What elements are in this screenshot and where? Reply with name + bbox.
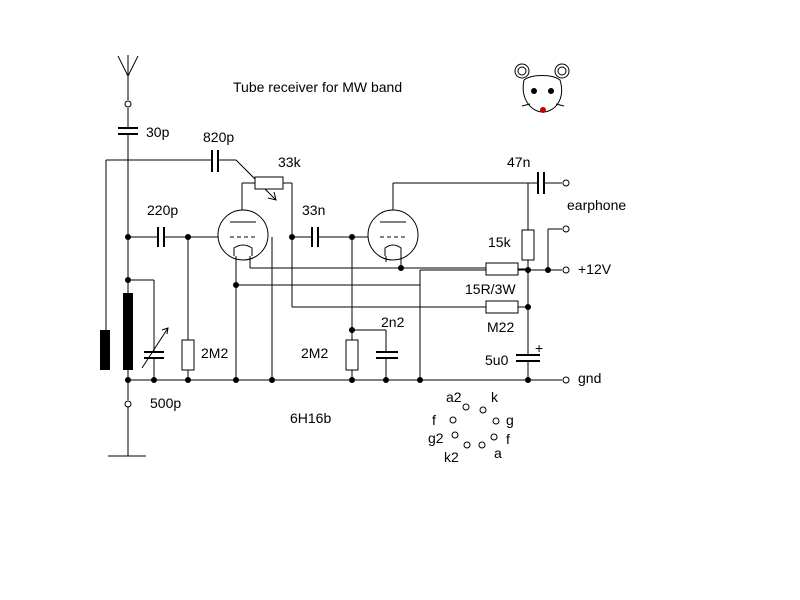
pin-f-left: f — [432, 412, 436, 428]
capacitor-2n2 — [376, 351, 398, 359]
capacitor-820p — [211, 150, 219, 172]
label-earphone: earphone — [567, 197, 626, 213]
capacitor-33n — [311, 227, 319, 247]
pin-a: a — [494, 445, 502, 461]
label-2n2: 2n2 — [381, 314, 405, 330]
label-15k: 15k — [488, 234, 512, 250]
capacitor-30p — [118, 127, 138, 135]
label-tube-type: 6H16b — [290, 410, 331, 426]
pin-f-right: f — [506, 431, 510, 447]
label-220p: 220p — [147, 202, 178, 218]
resistor-15r-3w — [485, 262, 519, 276]
capacitor-47n — [537, 172, 545, 194]
label-plus12v: +12V — [578, 261, 612, 277]
capacitor-5u0: + — [516, 340, 543, 362]
label-gnd: gnd — [578, 370, 601, 386]
antenna — [117, 55, 139, 108]
resistor-15k — [521, 229, 535, 261]
label-2m2-right: 2M2 — [301, 345, 328, 361]
label-820p: 820p — [203, 129, 234, 145]
pin-k2: k2 — [444, 449, 459, 465]
junction-dots — [125, 234, 551, 383]
label-33n: 33n — [302, 202, 325, 218]
resistor-m22 — [485, 300, 519, 314]
pin-g: g — [506, 412, 514, 428]
pin-k: k — [491, 389, 499, 405]
tube-2 — [367, 209, 419, 261]
label-5u0: 5u0 — [485, 352, 509, 368]
resistor-33k — [254, 176, 284, 190]
mouse-logo — [514, 63, 570, 113]
resistor-2m2-right — [345, 339, 359, 371]
label-500p: 500p — [150, 395, 181, 411]
plus-mark: + — [535, 340, 543, 356]
capacitor-220p — [157, 227, 165, 247]
label-33k: 33k — [278, 154, 302, 170]
variable-capacitor-500p — [141, 327, 169, 369]
label-15r-3w: 15R/3W — [465, 281, 516, 297]
label-m22: M22 — [487, 319, 514, 335]
pin-a2: a2 — [446, 389, 462, 405]
pin-g2: g2 — [428, 430, 444, 446]
resistor-2m2-left — [181, 339, 195, 371]
label-2m2-left: 2M2 — [201, 345, 228, 361]
ferrite-rod — [100, 293, 133, 370]
label-47n: 47n — [507, 154, 530, 170]
tube-pinout: a2 k f g g2 f k2 a — [428, 389, 514, 465]
tube-1 — [217, 209, 269, 261]
label-30p: 30p — [146, 124, 170, 140]
diagram-title: Tube receiver for MW band — [233, 79, 402, 95]
